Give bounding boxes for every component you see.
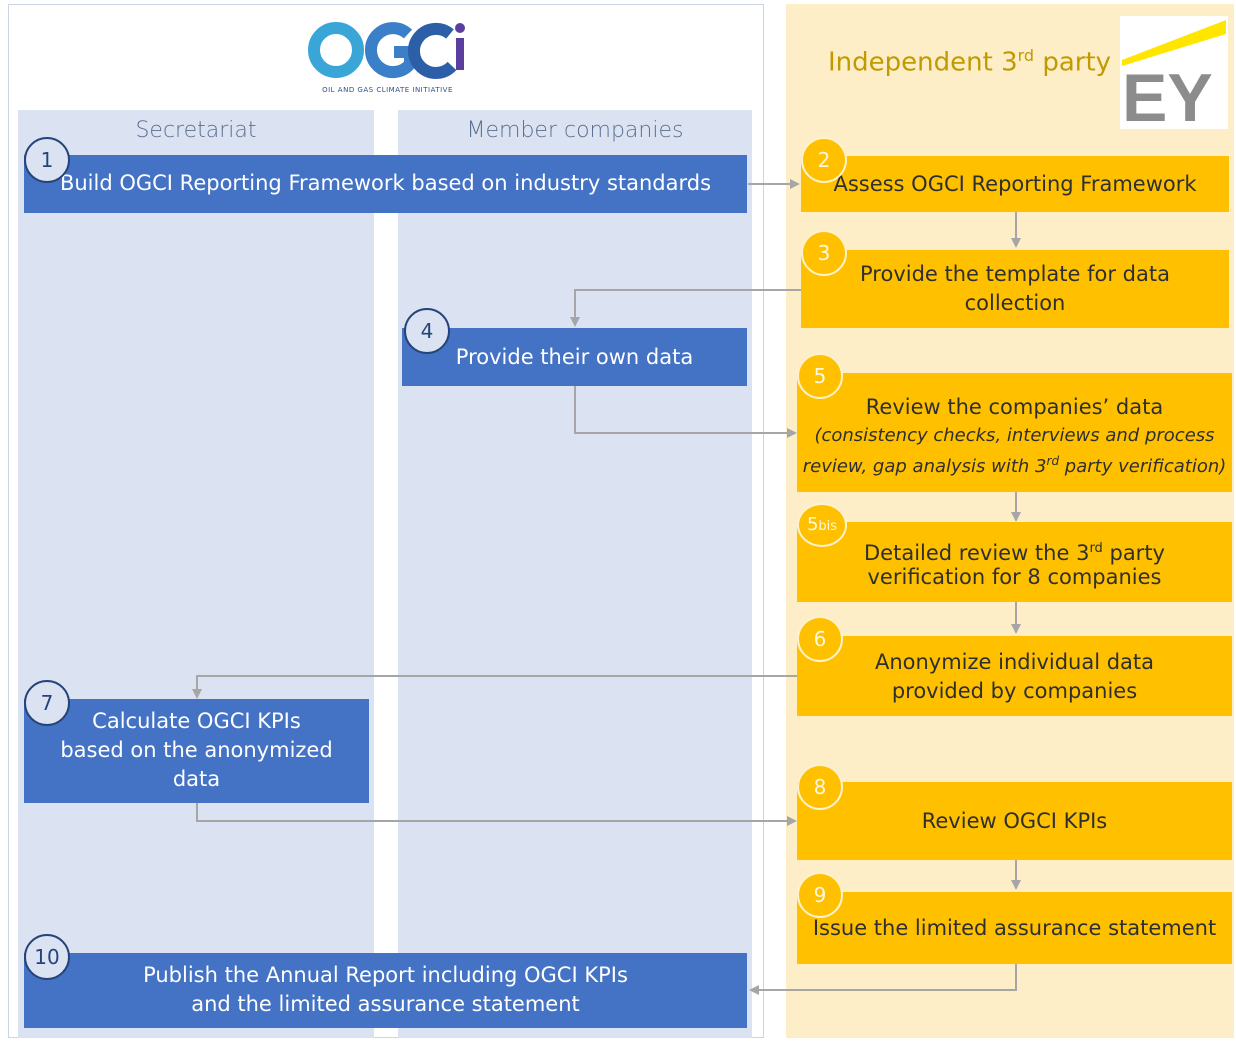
step-5-sub2b: party verification) [1059, 456, 1227, 477]
step-5bis-line1-sup: rd [1089, 541, 1103, 556]
step-3-badge: 3 [801, 230, 847, 276]
step-7-line2: based on the anonymized [60, 738, 333, 762]
step-8-box: Review OGCI KPIs [797, 782, 1232, 860]
step-5-text: Review the companies’ data [865, 395, 1164, 419]
step-10-badge: 10 [24, 934, 70, 980]
step-1-badge: 1 [24, 137, 70, 183]
step-7-badge: 7 [24, 680, 70, 726]
step-2-text: Assess OGCI Reporting Framework [833, 172, 1197, 196]
secretariat-lane-title: Secretariat [135, 118, 257, 143]
members-lane [398, 110, 752, 1038]
arrow-6-to-7 [192, 675, 797, 699]
secretariat-lane [18, 110, 374, 1038]
step-6-line2: provided by companies [891, 679, 1138, 703]
step-5-sub2a: review, gap analysis with 3 [802, 456, 1047, 477]
step-5-badge: 5 [797, 353, 843, 399]
ogci-tagline: OIL AND GAS CLIMATE INITIATIVE [322, 86, 453, 94]
step-5bis-num: 5 [806, 514, 819, 535]
arrow-4-to-5 [574, 386, 797, 438]
ey-logo: EY [1120, 16, 1228, 136]
ey-logo-beam-icon [1122, 20, 1226, 66]
step-7-line1: Calculate OGCI KPIs [92, 709, 301, 733]
step-6-box: Anonymize individual data provided by co… [797, 636, 1232, 716]
step-8-text: Review OGCI KPIs [921, 809, 1108, 833]
step-6-line1: Anonymize individual data [874, 650, 1155, 674]
step-10-box: Publish the Annual Report including OGCI… [24, 953, 747, 1028]
step-4-box: Provide their own data [402, 328, 747, 386]
step-9-badge: 9 [797, 872, 843, 918]
step-5bis-line1a: Detailed review the 3 [864, 541, 1090, 565]
step-7-line3: data [172, 767, 221, 791]
step-8-badge: 8 [797, 764, 843, 810]
ey-logo-text: EY [1122, 60, 1213, 136]
step-5bis-suffix: bis [818, 519, 838, 534]
step-9-text: Issue the limited assurance statement [812, 916, 1217, 940]
step-3-line1: Provide the template for data [860, 262, 1170, 286]
step-3-box: Provide the template for data collection [801, 250, 1229, 328]
third-party-title: Independent 3rd party [828, 46, 1111, 78]
step-5bis-badge: 5bis [797, 503, 847, 547]
arrow-3-to-4 [570, 289, 802, 327]
ogci-logo-mark [308, 22, 465, 79]
members-lane-title: Member companies [466, 118, 684, 143]
step-10-line1: Publish the Annual Report including OGCI… [143, 963, 628, 987]
step-5bis-box: Detailed review the 3rd party verificati… [797, 522, 1232, 602]
step-5-box: Review the companies’ data (consistency … [797, 373, 1232, 492]
step-4-badge: 4 [404, 308, 450, 354]
arrow-7-to-8 [196, 803, 797, 826]
arrow-9-to-10 [749, 964, 1017, 995]
step-9-box: Issue the limited assurance statement [797, 892, 1232, 964]
step-10-line2: and the limited assurance statement [191, 992, 580, 1016]
step-3-line2: collection [964, 291, 1066, 315]
step-2-box: Assess OGCI Reporting Framework [801, 156, 1229, 212]
step-5-sub2-sup: rd [1046, 454, 1060, 468]
title-sup: rd [1017, 46, 1035, 65]
step-5-sub2: review, gap analysis with 3rd party veri… [797, 448, 1232, 480]
step-6-badge: 6 [797, 616, 843, 662]
step-1-text: Build OGCI Reporting Framework based on … [59, 171, 712, 195]
step-5-sub1: (consistency checks, interviews and proc… [814, 425, 1215, 446]
ogci-logo: OIL AND GAS CLIMATE INITIATIVE [300, 14, 475, 100]
title-main: Independent 3 [828, 47, 1018, 78]
step-4-text: Provide their own data [455, 345, 694, 369]
step-5bis-line1b: party [1102, 541, 1165, 565]
title-end: party [1034, 47, 1112, 78]
step-5bis-line2: verification for 8 companies [867, 565, 1162, 589]
step-1-box: Build OGCI Reporting Framework based on … [24, 155, 747, 213]
step-2-badge: 2 [801, 137, 847, 183]
step-5bis-line1: Detailed review the 3rd party [797, 534, 1232, 568]
step-7-box: Calculate OGCI KPIs based on the anonymi… [24, 699, 369, 803]
